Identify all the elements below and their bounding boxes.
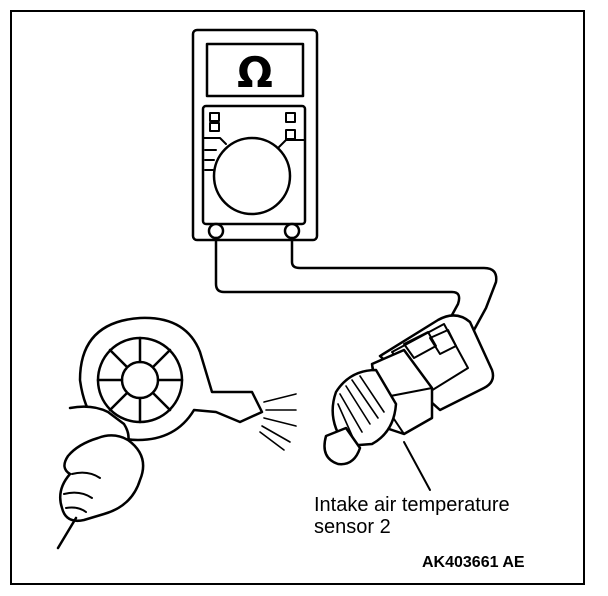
test-leads [214, 236, 498, 332]
hand-icon [56, 405, 145, 550]
component-label-line1: Intake air temperature [314, 494, 510, 516]
component-label-line2: sensor 2 [314, 516, 391, 538]
figure-code: AK403661 AE [422, 554, 525, 571]
temperature-sensor-icon [323, 314, 495, 491]
hair-dryer-icon [78, 316, 297, 451]
meter-display-symbol: Ω [237, 47, 273, 97]
ohmmeter-icon [191, 28, 319, 242]
